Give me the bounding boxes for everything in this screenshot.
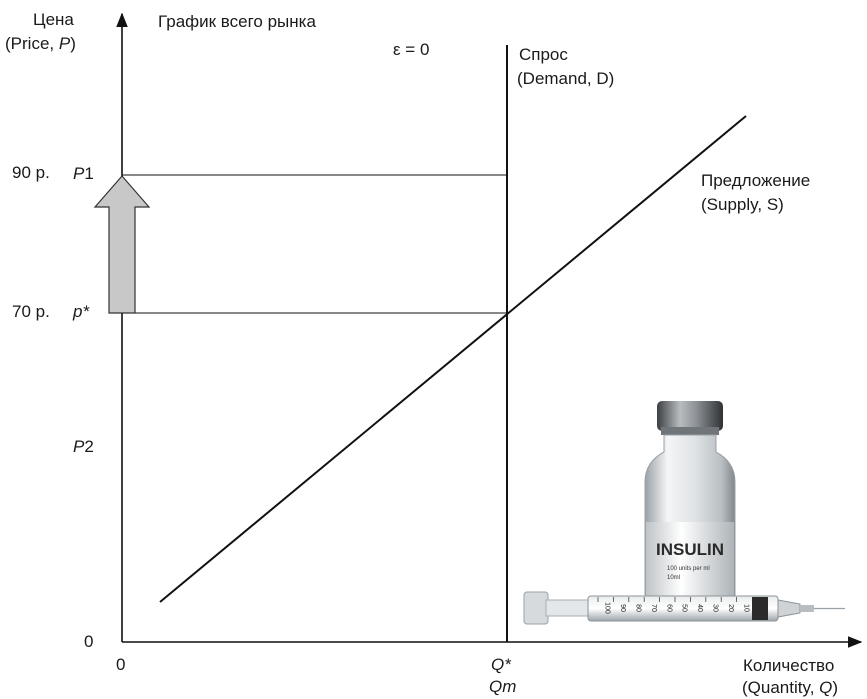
syringe-scale-label: 100 bbox=[604, 602, 611, 614]
price-symbol-pstar: p* bbox=[73, 302, 90, 321]
p2-symbol: P bbox=[73, 437, 85, 456]
origin-y-label: 0 bbox=[84, 632, 94, 651]
demand-label-ru: Спрос bbox=[519, 45, 568, 64]
x-axis-label-en: (Quantity, Q) bbox=[742, 678, 838, 698]
syringe-scale-label: 70 bbox=[650, 604, 657, 612]
syringe-scale-label: 80 bbox=[635, 604, 642, 612]
supply-line bbox=[159, 115, 747, 603]
price-symbol-p2: P2 bbox=[73, 437, 94, 457]
elasticity-annotation: ε = 0 bbox=[393, 40, 430, 59]
price-increase-arrow bbox=[93, 175, 151, 314]
vial-volume-text: 10ml bbox=[667, 575, 680, 581]
vial-dose-text: 100 units per ml bbox=[667, 566, 710, 572]
y-axis-label-symbol: P bbox=[58, 34, 71, 53]
price-symbol-p1: P1 bbox=[73, 164, 94, 184]
syringe-image bbox=[523, 591, 845, 625]
syringe-scale-label: 50 bbox=[681, 604, 688, 612]
chart-title: График всего рынка bbox=[158, 12, 316, 31]
x-axis-label-en-text: (Quantity, bbox=[742, 678, 820, 697]
p1-index: 1 bbox=[84, 164, 94, 183]
y-axis-label-ru: Цена bbox=[33, 10, 74, 29]
price-label-90: 90 р. bbox=[12, 163, 50, 182]
y-axis-label-en-text: (Price, bbox=[5, 34, 59, 53]
x-axis-label-close: ) bbox=[832, 678, 839, 697]
syringe-scale-label: 10 bbox=[742, 604, 749, 612]
supply-label-en: (Supply, S) bbox=[701, 195, 784, 214]
insulin-vial-image: INSULIN 100 units per ml 10ml bbox=[644, 401, 736, 616]
qm-label: Qm bbox=[489, 677, 517, 696]
syringe-scale-label: 20 bbox=[727, 604, 734, 612]
price-label-70: 70 р. bbox=[12, 302, 50, 321]
x-axis-label-symbol: Q bbox=[819, 678, 833, 697]
p1-symbol: P bbox=[73, 164, 85, 183]
demand-label-en: (Demand, D) bbox=[517, 69, 615, 88]
syringe-scale-label: 60 bbox=[665, 604, 672, 612]
vial-brand-text: INSULIN bbox=[656, 540, 724, 559]
syringe-scale-label: 30 bbox=[712, 604, 719, 612]
y-axis-label-close: ) bbox=[70, 34, 76, 53]
syringe-scale-label: 90 bbox=[619, 604, 626, 612]
p2-index: 2 bbox=[84, 437, 94, 456]
qstar-label: Q* bbox=[491, 655, 511, 674]
y-axis-label-en: (Price, P) bbox=[5, 34, 76, 54]
x-axis-label-ru: Количество bbox=[743, 656, 835, 675]
syringe-scale-label: 40 bbox=[696, 604, 703, 612]
supply-label-ru: Предложение bbox=[701, 171, 811, 190]
origin-x-label: 0 bbox=[116, 655, 126, 674]
